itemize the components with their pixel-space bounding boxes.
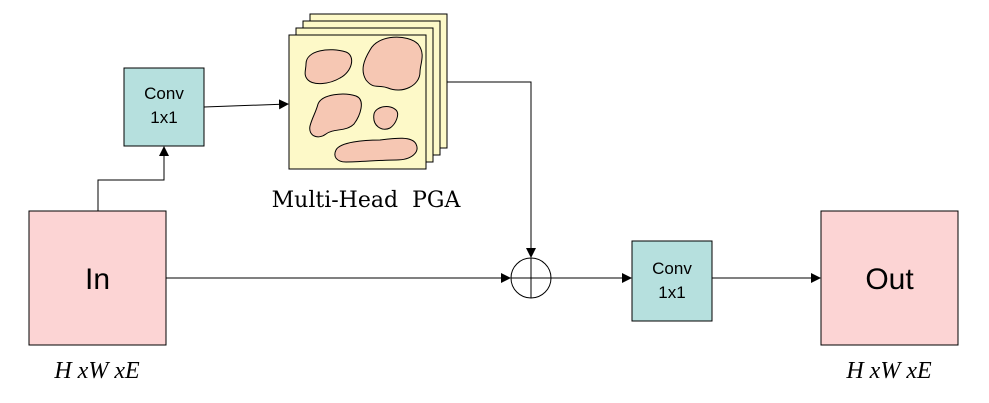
conv-top-box [123,67,205,147]
conv-right-box [631,240,713,322]
conv-right-line2: 1x1 [658,283,685,302]
input-dims-label: H xW xE [53,358,140,384]
conv-top-line2: 1x1 [150,108,177,127]
arrow-conv-top-to-pga [203,99,289,110]
pga-stack [288,13,448,170]
arrow-pga-to-sum [447,81,536,258]
attention-blob-4 [373,106,399,130]
pga-caption: Multi-Head PGA [272,188,462,213]
conv-top-line1: Conv [144,84,184,103]
output-dims-label: H xW xE [845,358,932,384]
input-block [28,210,167,346]
arrow-input-to-conv-top [97,146,169,211]
attention-blob-2 [362,36,423,91]
attention-blob-5 [334,137,418,163]
input-block-label: In [85,263,110,296]
attention-blob-1 [304,49,353,85]
conv-right-line1: Conv [652,259,692,278]
attention-blob-3 [309,93,362,138]
output-block [820,210,959,346]
output-block-label: Out [865,263,914,296]
